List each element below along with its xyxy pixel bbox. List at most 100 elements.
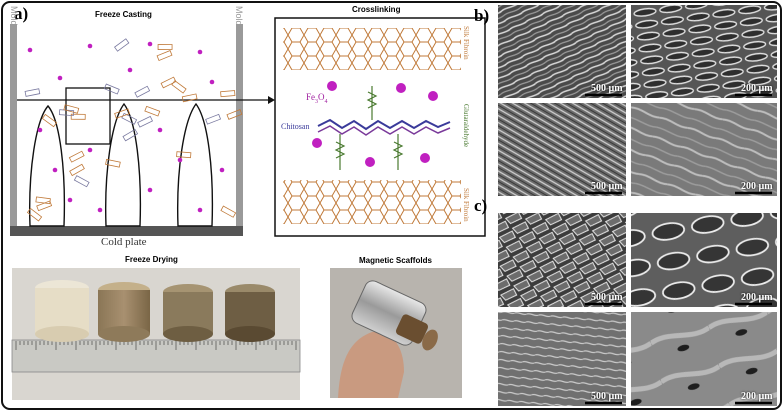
magnetite-dot (127, 67, 133, 73)
magnetite-dot (147, 41, 153, 47)
fiber-fragment (220, 90, 236, 98)
silk-fibroin-top-label: Silk Fibroin (462, 26, 470, 60)
sem-image (498, 5, 626, 98)
panel-letter-c: c) (474, 196, 488, 215)
fiber-fragment (26, 207, 43, 222)
fiber-fragment (36, 200, 53, 212)
fiber-fragment (220, 205, 237, 218)
scale-label: 200 µm (741, 181, 773, 192)
mold-left-label: Mold (9, 6, 19, 26)
scale-label: 500 µm (591, 83, 623, 94)
scale-label: 500 µm (591, 181, 623, 192)
magnetite-particle (396, 83, 406, 93)
fiber-fragment (122, 128, 139, 142)
magnetite-dot (157, 127, 163, 133)
magnetite-dot (57, 75, 63, 81)
ice-crystal (29, 104, 66, 227)
fiber-fragment (226, 109, 243, 120)
fiber-fragment (144, 105, 161, 117)
scale-label: 200 µm (741, 292, 773, 303)
fiber-fragment (114, 38, 130, 52)
mold-right (236, 24, 243, 230)
silk-fibroin-lattice-bottom (283, 180, 461, 224)
particles-layer (24, 38, 243, 222)
magnetite-particle (312, 138, 322, 148)
crosslinking-title: Crosslinking (352, 5, 401, 14)
fiber-fragment (171, 80, 187, 94)
magnetite-dot (209, 79, 215, 85)
zoom-box (65, 87, 111, 145)
sem-image (631, 5, 777, 98)
glutaraldehyde-label: Glutaraldehyde (462, 104, 470, 148)
fiber-fragment (137, 115, 153, 128)
magnetite-particle (327, 81, 337, 91)
magnetite-dot (219, 167, 225, 173)
magnetite-dot (177, 157, 183, 163)
fiber-fragment (73, 175, 90, 188)
chitosan-label: Chitosan (281, 122, 310, 131)
scale-label: 500 µm (591, 292, 623, 303)
magnetite-dot (37, 127, 43, 133)
sem-image (498, 312, 626, 406)
magnetite-dot (197, 49, 203, 55)
magnetite-particle (365, 157, 375, 167)
silk-fibroin-bottom-label: Silk Fibroin (462, 188, 470, 222)
ice-crystal (105, 102, 142, 227)
mold-left (10, 24, 17, 230)
ice-crystal (177, 102, 214, 227)
magnetite-dot (147, 187, 153, 193)
magnetite-dot (87, 147, 93, 153)
magnetite-particle (428, 91, 438, 101)
panel-b-sem-images (498, 5, 777, 196)
magnetic-scaffolds-photo (330, 268, 462, 398)
magnetite-dot (97, 207, 103, 213)
magnetite-dot (87, 43, 93, 49)
fiber-fragment (68, 150, 85, 163)
zoom-arrow-head (268, 96, 275, 104)
fiber-fragment (181, 93, 198, 103)
magnetic-scaffolds-title: Magnetic Scaffolds (359, 256, 432, 265)
crosslinking-diagram (274, 17, 486, 237)
scale-label: 500 µm (591, 391, 623, 402)
freeze-casting-title: Freeze Casting (95, 10, 152, 19)
fiber-fragment (134, 85, 151, 98)
panel-c-sem-images (498, 213, 777, 406)
freeze-casting-diagram (10, 24, 275, 236)
fiber-fragment (156, 50, 173, 61)
fiber-fragment (103, 83, 120, 95)
freeze-drying-photo (11, 268, 301, 400)
chitosan-chain (317, 118, 451, 131)
panel-letter-a: a) (14, 4, 29, 23)
fiber-fragment (205, 113, 222, 125)
magnetite-dot (27, 47, 33, 53)
scale-label: 200 µm (741, 83, 773, 94)
sem-image (631, 103, 777, 196)
glutaraldehyde-links (334, 86, 404, 170)
magnetite-particle (420, 153, 430, 163)
cold-plate-label: Cold plate (101, 236, 147, 248)
fe3o4-label: Fe3O4 (306, 92, 328, 105)
chitosan-chain-2 (317, 125, 451, 136)
fiber-fragment (176, 151, 192, 159)
fiber-fragment (114, 108, 131, 119)
fiber-fragment (63, 104, 80, 114)
fiber-fragment (24, 88, 41, 97)
fiber-fragment (70, 113, 86, 120)
sem-image (498, 103, 626, 196)
sem-image (631, 213, 777, 307)
fiber-fragment (69, 163, 85, 177)
magnetite-dot (52, 167, 58, 173)
panel-letter-b: b) (474, 6, 490, 25)
sem-image (498, 213, 626, 307)
sem-image (631, 312, 777, 406)
scale-bars (585, 93, 772, 405)
cold-plate (10, 226, 243, 236)
freeze-drying-title: Freeze Drying (125, 255, 178, 264)
magnetite-dot (197, 207, 203, 213)
fiber-fragment (41, 113, 58, 128)
fiber-fragment (105, 158, 121, 168)
fiber-fragment (160, 76, 177, 89)
